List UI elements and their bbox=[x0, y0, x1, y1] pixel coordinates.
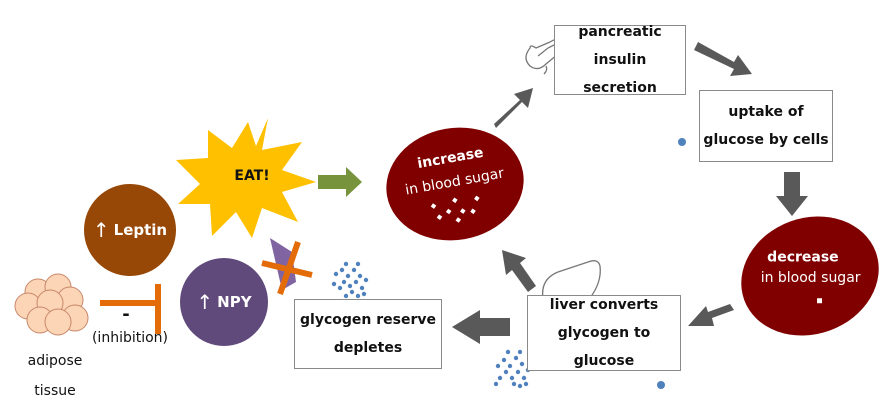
glycogen-cluster-icon bbox=[331, 261, 369, 299]
decrease-subtitle: in blood sugar bbox=[760, 269, 861, 286]
glycogen-line1: glycogen reserve bbox=[300, 312, 436, 328]
leptin-label: Leptin bbox=[113, 221, 168, 239]
uptake-line1: uptake of bbox=[728, 104, 804, 120]
arrow-uptake-to-decrease bbox=[776, 172, 808, 216]
glycogen-line2: depletes bbox=[333, 340, 403, 356]
pancreatic-insulin-box: pancreatic insulin secretion bbox=[554, 24, 686, 96]
adipose-tissue-label: adipose tissue bbox=[20, 346, 90, 406]
glucose-molecule-icon bbox=[657, 381, 665, 389]
leptin-node: ↑ Leptin bbox=[84, 184, 176, 276]
arrow-decrease-to-liver bbox=[688, 304, 734, 326]
pancreas-line2: insulin secretion bbox=[583, 52, 657, 96]
arrow-liver-to-increase bbox=[502, 250, 536, 292]
glucose-uptake-box: uptake of glucose by cells bbox=[699, 90, 833, 162]
liver-converts-box: liver converts glycogen to glucose bbox=[527, 295, 681, 371]
decrease-title: decrease bbox=[767, 249, 839, 266]
npy-node: ↑ NPY bbox=[180, 258, 268, 346]
uptake-line2: glucose by cells bbox=[703, 132, 829, 148]
up-arrow-icon: ↑ bbox=[196, 290, 214, 314]
inhibition-sign: - bbox=[122, 304, 130, 325]
npy-label: NPY bbox=[217, 293, 252, 311]
adipose-label-line1: adipose bbox=[27, 353, 83, 369]
eat-starburst bbox=[176, 118, 316, 238]
sugar-crystals-icon bbox=[430, 195, 480, 223]
eat-to-increase-arrow bbox=[318, 167, 362, 197]
glycogen-reserve-box: glycogen reserve depletes bbox=[294, 299, 442, 369]
inhibition-label: (inhibition) bbox=[91, 330, 169, 346]
pancreas-line1: pancreatic bbox=[578, 24, 662, 40]
increase-blood-sugar-node: increase in blood sugar bbox=[377, 116, 533, 252]
adipose-tissue-icon bbox=[14, 273, 89, 336]
up-arrow-icon: ↑ bbox=[92, 218, 110, 242]
liver-line2: glycogen to glucose bbox=[557, 325, 651, 369]
glucose-molecule-icon bbox=[678, 138, 686, 146]
arrow-liver-to-glycogen bbox=[452, 310, 510, 344]
blocked-x-icon bbox=[261, 241, 313, 295]
adipose-label-line2: tissue bbox=[34, 383, 76, 399]
liver-line1: liver converts bbox=[549, 297, 659, 313]
eat-label: EAT! bbox=[234, 168, 270, 184]
arrow-pancreas-to-uptake bbox=[694, 42, 752, 76]
sugar-crystal-icon bbox=[816, 298, 822, 304]
inhibition-bar-icon bbox=[100, 284, 161, 334]
increase-title: increase bbox=[416, 144, 485, 173]
arrow-increase-to-pancreas bbox=[494, 88, 533, 128]
npy-signal-shape bbox=[270, 238, 296, 290]
